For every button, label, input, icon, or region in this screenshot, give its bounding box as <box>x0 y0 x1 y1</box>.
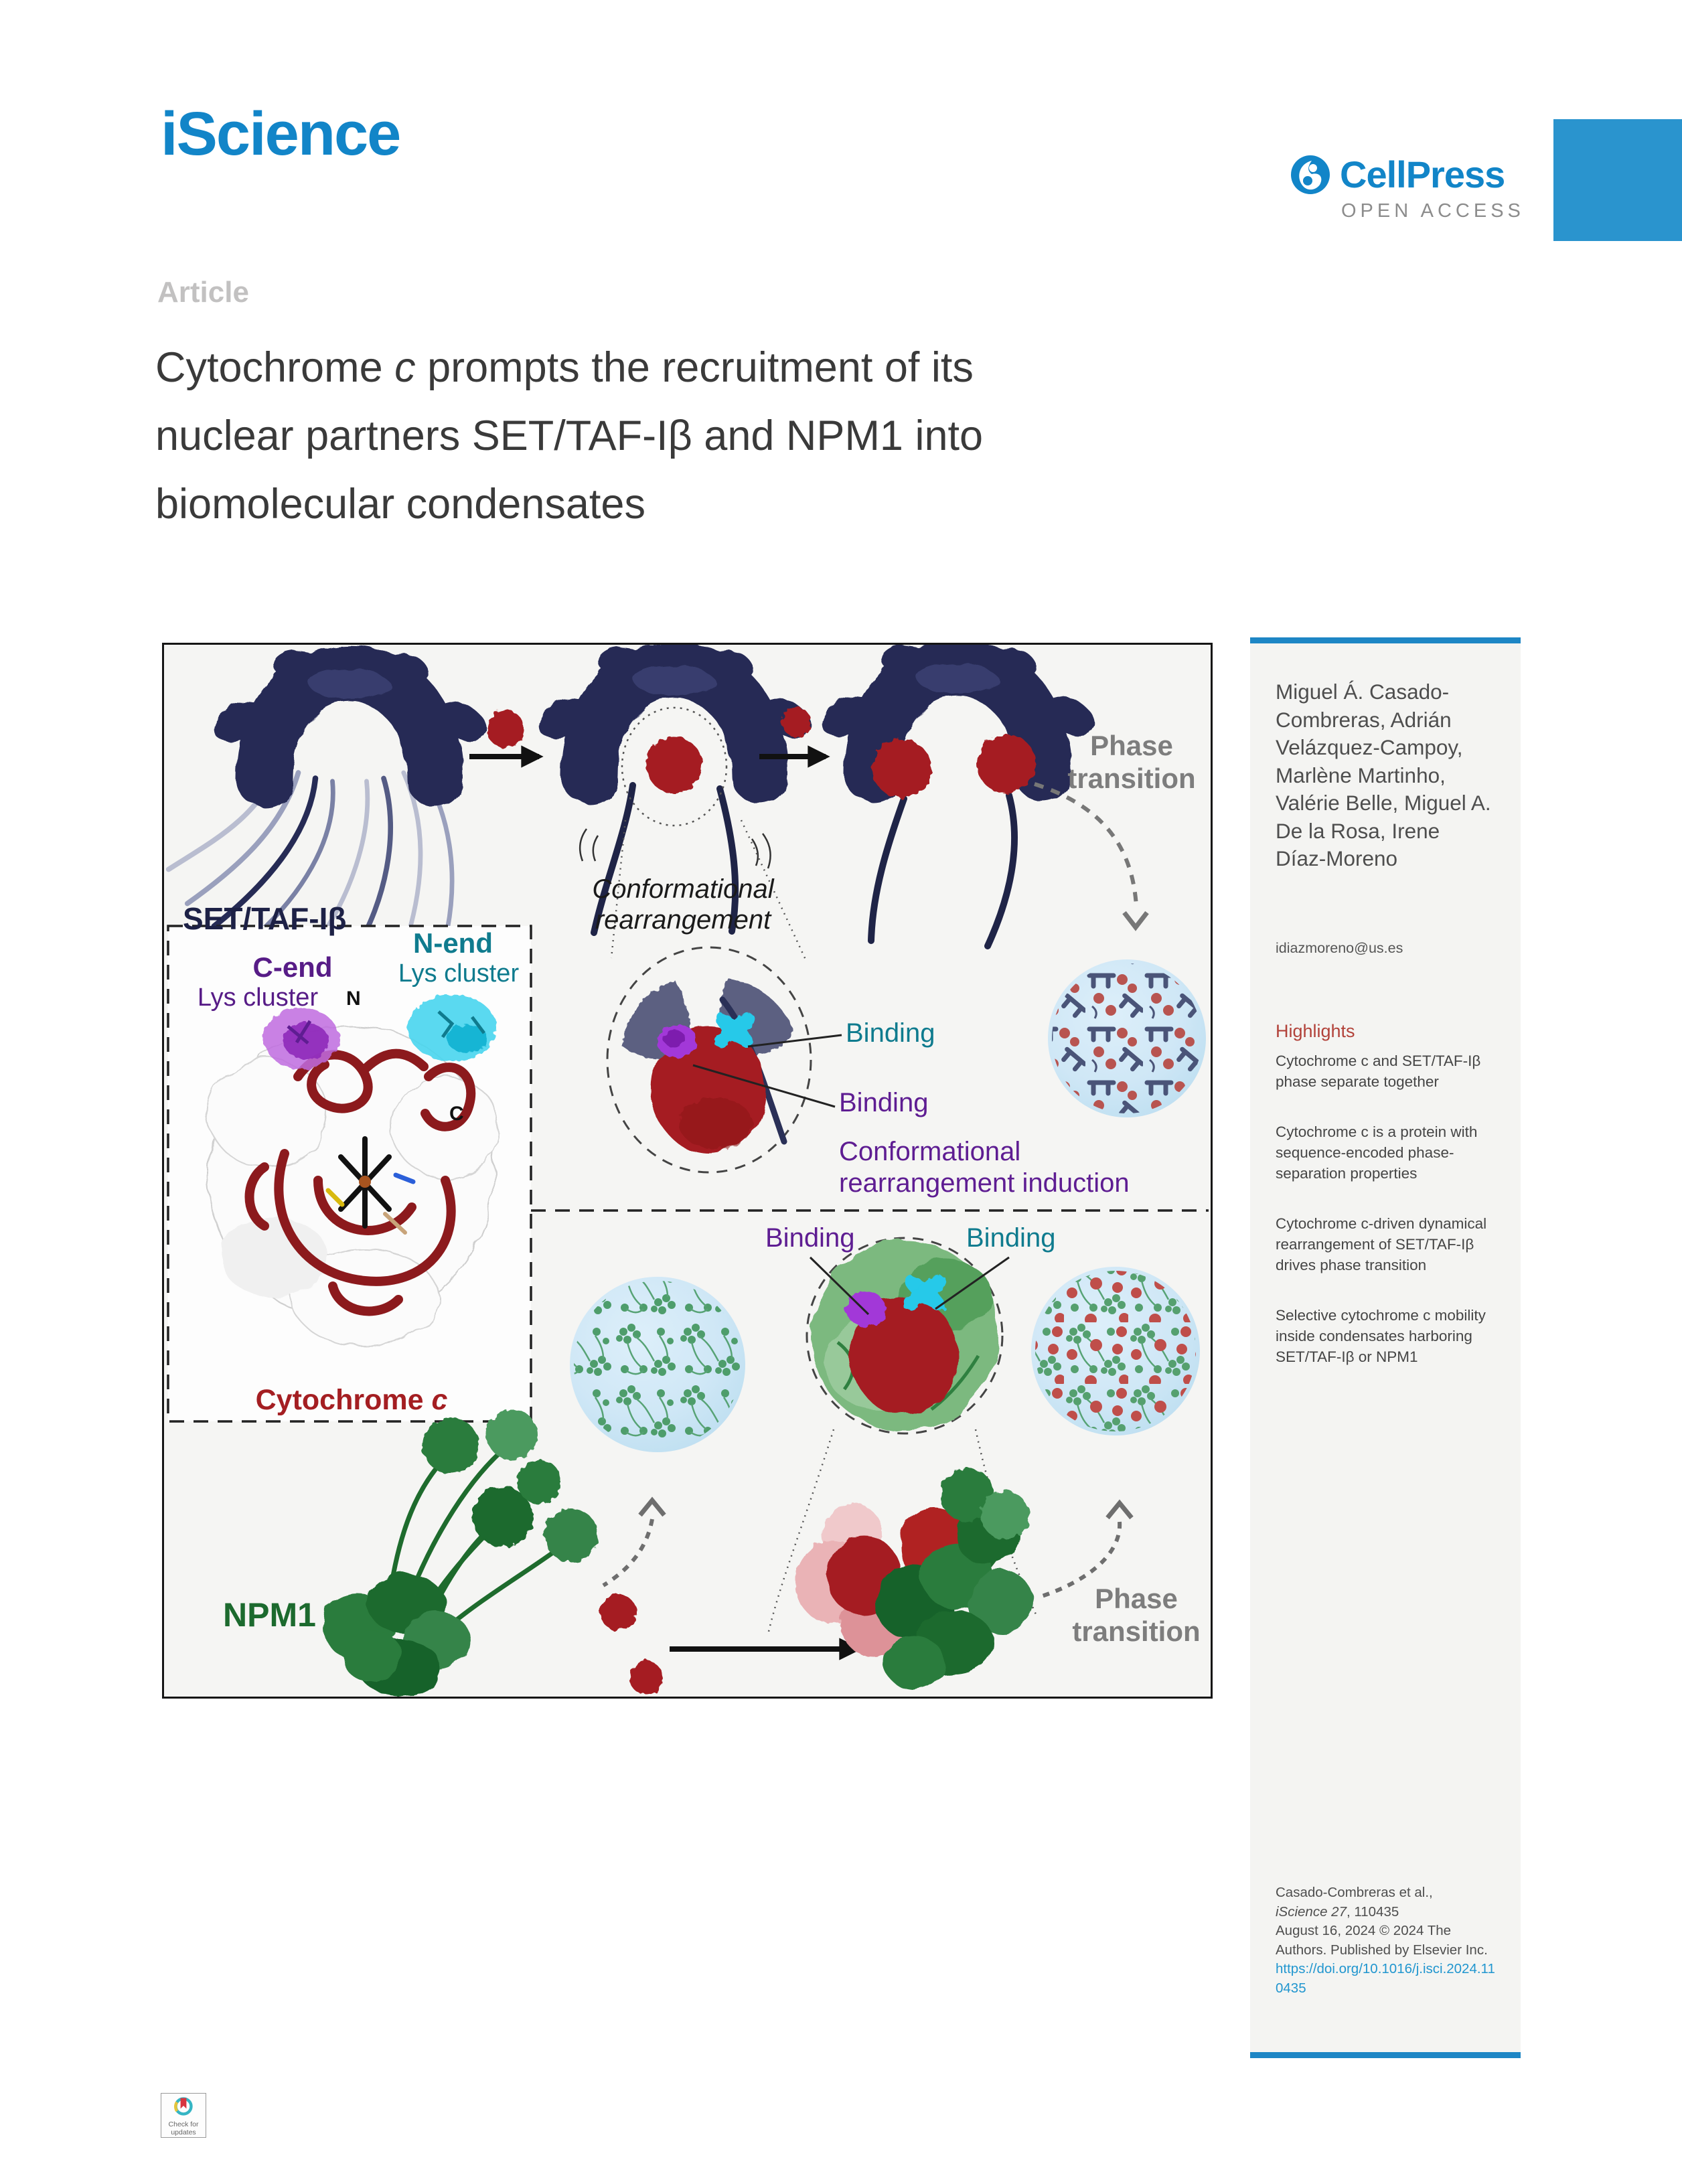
n-terminus-label: N <box>346 988 361 1010</box>
npm1-cytc-binding-zoom-icon <box>806 1237 1004 1435</box>
free-cytochrome-icon <box>487 710 524 748</box>
phase-transition-arrow-right <box>1039 1499 1134 1599</box>
n-end-label: N-end <box>413 927 493 959</box>
correspondence-email-link[interactable]: idiazmoreno@us.es <box>1276 939 1403 956</box>
binding-pointer-teal <box>747 1034 842 1048</box>
npm1-cytc-complex-icon <box>795 1468 1035 1689</box>
binding-pointer-purple-bottom <box>809 1256 870 1316</box>
citation-date: August 16, 2024 © 2024 The Authors. Publ… <box>1276 1923 1488 1958</box>
set-taf-two-cytc-icon <box>814 645 1100 949</box>
free-cytochrome-icon-2 <box>781 707 811 736</box>
set-taf-cytc-bound-icon <box>531 647 817 936</box>
binding-label-teal-mid: Binding <box>846 1018 935 1048</box>
highlight-item: Cytochrome c is a protein with sequence-… <box>1276 1123 1478 1182</box>
set-taf-label: SET/TAF-Iβ <box>183 901 347 936</box>
npm1-cytc-condensate-icon <box>1031 1267 1200 1435</box>
citation-source: iScience 27, 110435 <box>1276 1903 1399 1920</box>
c-lys-cluster-label: Lys cluster <box>197 984 319 1012</box>
open-access-label: OPEN ACCESS <box>1341 200 1525 222</box>
cytochrome-c-label: Cytochrome c <box>255 1384 448 1416</box>
binding-pointer-purple <box>692 1064 836 1108</box>
c-terminus-label: C <box>449 1103 464 1125</box>
heme-icon <box>325 1136 416 1235</box>
page-title: Cytochrome c prompts the recruitment of … <box>155 344 984 528</box>
author-list: Miguel Á. Casado-Combreras, Adrián Veláz… <box>1276 680 1491 870</box>
binding-label-purple-mid: Binding <box>839 1088 929 1117</box>
free-cytochrome-icon-3 <box>600 1594 663 1695</box>
highlight-item: Cytochrome c-driven dynamical rearrangem… <box>1276 1215 1487 1273</box>
npm1-protein-icon <box>323 1409 598 1696</box>
zoom-funnel-lines <box>610 820 807 960</box>
corner-blue-square <box>1553 119 1682 241</box>
phase-transition-arrow-left <box>602 1496 666 1587</box>
highlights-heading: Highlights <box>1276 1020 1355 1041</box>
publisher-block: CellPress OPEN ACCESS <box>1289 153 1557 240</box>
binding-label-teal-bottom: Binding <box>966 1223 1056 1253</box>
n-end-lys-cluster-icon <box>408 994 496 1061</box>
binding-label-purple-bottom: Binding <box>765 1223 855 1253</box>
info-sidebar: Miguel Á. Casado-Combreras, Adrián Veláz… <box>1250 637 1521 2058</box>
phase-transition-arrow-top <box>1034 782 1138 907</box>
cellpress-logo: CellPress <box>1340 153 1505 196</box>
crossmark-icon <box>174 2097 193 2116</box>
doi-link[interactable]: https://doi.org/10.1016/j.isci.2024.1104… <box>1276 1961 1495 1996</box>
cellpress-icon <box>1291 155 1330 194</box>
binding-zoom-icon <box>606 946 812 1174</box>
article-kicker: Article <box>157 276 249 309</box>
npm1-label: NPM1 <box>223 1596 316 1634</box>
graphical-abstract-figure <box>164 645 1209 1696</box>
binding-pointer-teal-bottom <box>935 1256 1010 1310</box>
npm1-condensate-icon <box>570 1277 745 1452</box>
citation-block: Casado-Combreras et al., iScience 27, 11… <box>1276 1883 1495 1998</box>
journal-logo: iScience <box>161 100 401 168</box>
highlight-item: Cytochrome c and SET/TAF-Iβ phase separa… <box>1276 1052 1481 1090</box>
citation-authors: Casado-Combreras et al., <box>1276 1885 1433 1900</box>
arrowhead-chevron-top <box>1122 911 1149 931</box>
set-cytc-condensate-icon <box>1048 959 1206 1117</box>
highlight-item: Selective cytochrome c mobility inside c… <box>1276 1306 1486 1365</box>
c-end-lys-cluster-icon <box>264 1008 339 1069</box>
n-lys-cluster-label: Lys cluster <box>398 959 520 988</box>
c-end-label: C-end <box>252 951 333 983</box>
cytochrome-structure-panel <box>167 925 532 1423</box>
